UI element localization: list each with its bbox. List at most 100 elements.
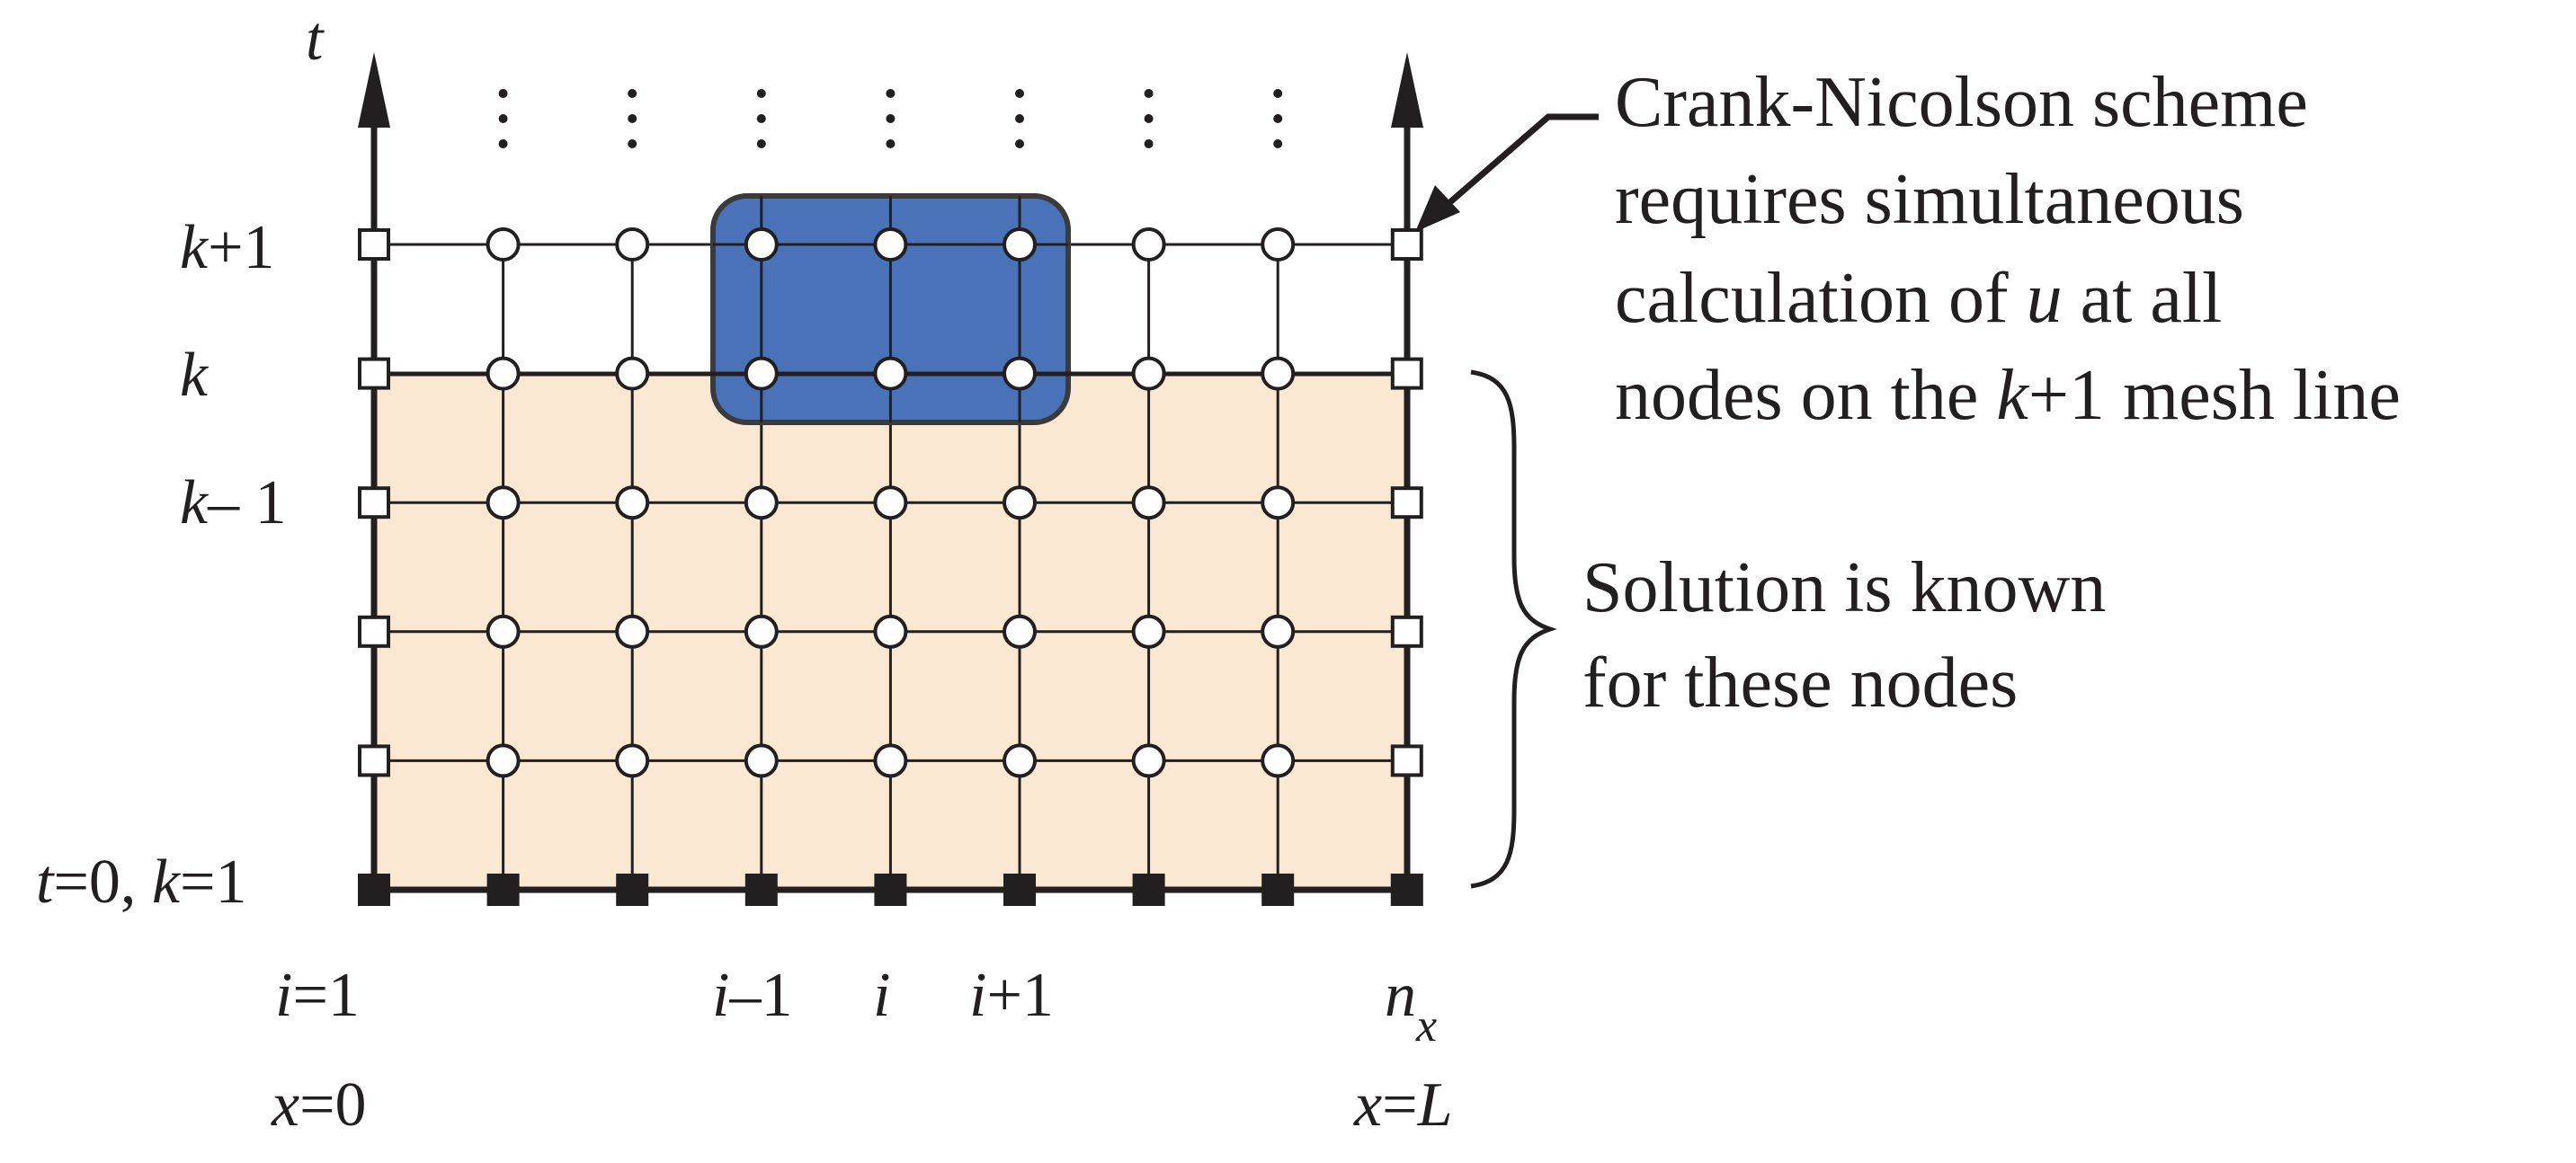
interior-node bbox=[873, 743, 908, 778]
initial-condition-node bbox=[1003, 874, 1036, 906]
known-note-line-2: for these nodes bbox=[1582, 644, 2018, 723]
continuation-dot bbox=[1144, 139, 1154, 148]
continuation-dot bbox=[756, 89, 766, 98]
crank-nicolson-note-line-4: nodes on the k+1 mesh line bbox=[1615, 356, 2401, 435]
interior-node bbox=[486, 356, 521, 391]
continuation-dot bbox=[1144, 89, 1154, 98]
continuation-dot bbox=[756, 139, 766, 148]
interior-node bbox=[1131, 227, 1166, 262]
boundary-node bbox=[1390, 615, 1423, 648]
interior-node bbox=[744, 485, 779, 520]
annotation-leader-line bbox=[1422, 113, 1599, 227]
interior-node bbox=[1003, 356, 1037, 391]
interior-node bbox=[615, 614, 650, 649]
boundary-node bbox=[1390, 744, 1423, 777]
interior-node bbox=[873, 227, 908, 262]
interior-node bbox=[486, 743, 521, 778]
interior-node bbox=[615, 743, 650, 778]
boundary-node bbox=[1390, 486, 1423, 519]
interior-node bbox=[744, 356, 779, 391]
boundary-node bbox=[358, 357, 390, 390]
initial-condition-node bbox=[358, 874, 390, 906]
initial-condition-node bbox=[874, 874, 907, 906]
column-label-i-plus-1: i+1 bbox=[969, 961, 1054, 1030]
interior-node bbox=[1131, 485, 1166, 520]
row-label-k-minus-1: k– 1 bbox=[180, 468, 287, 537]
interior-node bbox=[486, 227, 521, 262]
interior-node bbox=[1003, 614, 1037, 649]
known-note-line-1: Solution is known bbox=[1582, 548, 2106, 627]
crank-nicolson-note-line-2: requires simultaneous bbox=[1615, 160, 2244, 239]
initial-condition-node bbox=[486, 874, 520, 906]
continuation-dot bbox=[1015, 89, 1024, 98]
boundary-node bbox=[358, 228, 390, 261]
interior-node bbox=[1261, 227, 1296, 262]
boundary-node bbox=[358, 744, 390, 777]
initial-condition-node bbox=[1132, 874, 1165, 906]
interior-node bbox=[615, 356, 650, 391]
continuation-dot bbox=[498, 114, 508, 123]
interior-node bbox=[486, 614, 521, 649]
continuation-dot bbox=[756, 114, 766, 123]
interior-node bbox=[1003, 485, 1037, 520]
interior-node bbox=[1261, 485, 1296, 520]
boundary-node bbox=[1390, 228, 1423, 261]
interior-node bbox=[873, 485, 908, 520]
interior-node bbox=[1261, 614, 1296, 649]
continuation-dot bbox=[1273, 139, 1283, 148]
t-axis-right-arrowhead bbox=[1391, 52, 1423, 128]
interior-node bbox=[615, 485, 650, 520]
row-label-initial: t=0, k=1 bbox=[36, 848, 247, 917]
interior-node bbox=[1261, 743, 1296, 778]
column-label-nx: nx bbox=[1385, 961, 1437, 1052]
interior-node bbox=[486, 485, 521, 520]
interior-node bbox=[744, 743, 779, 778]
t-axis-left-arrowhead bbox=[358, 52, 390, 128]
continuation-dot bbox=[1273, 89, 1283, 98]
boundary-node bbox=[1390, 357, 1423, 390]
continuation-dot bbox=[1015, 139, 1024, 148]
interior-node bbox=[744, 227, 779, 262]
continuation-dot bbox=[498, 89, 508, 98]
initial-condition-node bbox=[1390, 874, 1423, 906]
annotation-arrowhead bbox=[1415, 185, 1460, 232]
interior-node bbox=[615, 227, 650, 262]
known-region-brace bbox=[1470, 369, 1557, 889]
interior-node bbox=[873, 614, 908, 649]
continuation-dot bbox=[1015, 114, 1024, 123]
continuation-dot bbox=[628, 139, 637, 148]
interior-node bbox=[1131, 743, 1166, 778]
interior-node bbox=[1131, 614, 1166, 649]
t-axis-label: t bbox=[306, 4, 325, 74]
interior-node bbox=[873, 356, 908, 391]
continuation-dots bbox=[498, 89, 1283, 148]
row-label-k: k bbox=[180, 341, 209, 410]
continuation-dot bbox=[628, 89, 637, 98]
row-label-k-plus-1: k+1 bbox=[180, 213, 275, 282]
initial-condition-node bbox=[616, 874, 649, 906]
column-label-i: i bbox=[873, 961, 890, 1030]
column-label-i-1: i=1 bbox=[275, 961, 360, 1030]
crank-nicolson-note-line-1: Crank-Nicolson scheme bbox=[1615, 63, 2308, 142]
continuation-dot bbox=[1144, 114, 1154, 123]
initial-condition-node bbox=[1261, 874, 1295, 906]
interior-node bbox=[744, 614, 779, 649]
continuation-dot bbox=[886, 114, 896, 123]
continuation-dot bbox=[886, 139, 896, 148]
continuation-dot bbox=[628, 114, 637, 123]
interior-node bbox=[1003, 743, 1037, 778]
continuation-dot bbox=[886, 89, 896, 98]
x-label-L: x=L bbox=[1353, 1070, 1453, 1140]
x-label-zero: x=0 bbox=[271, 1070, 367, 1140]
boundary-node bbox=[358, 486, 390, 519]
mesh-nodes bbox=[358, 227, 1423, 906]
continuation-dot bbox=[498, 139, 508, 148]
boundary-node bbox=[358, 615, 390, 648]
interior-node bbox=[1131, 356, 1166, 391]
initial-condition-node bbox=[744, 874, 778, 906]
column-label-i-minus-1: i–1 bbox=[712, 961, 792, 1030]
interior-node bbox=[1003, 227, 1037, 262]
interior-node bbox=[1261, 356, 1296, 391]
continuation-dot bbox=[1273, 114, 1283, 123]
